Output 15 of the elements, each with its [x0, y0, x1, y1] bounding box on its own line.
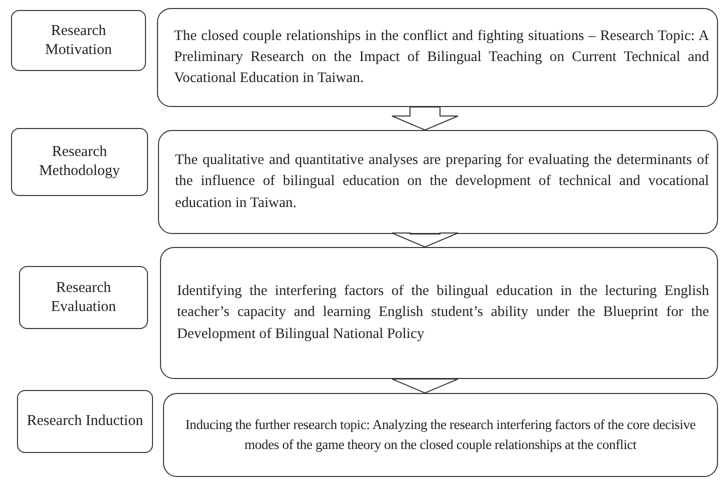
stage-label-box: Research Methodology: [11, 128, 148, 196]
stage-label-box: Research Induction: [17, 390, 153, 453]
stage-label-box: Research Evaluation: [19, 266, 148, 329]
description-text: Identifying the interfering factors of the bilingual education in the lecturing English teacher’s capacity and learning English student’s ability under the Blueprint for the Development of Bilingual National Policy: [177, 282, 709, 344]
description-box: [158, 130, 718, 234]
block-arrow: [392, 378, 458, 394]
description-text: The qualitative and quantitative analyses are preparing for evaluating the determinants of the influence of bilingual education on the development of technical and vocational education in Taiwan.: [175, 151, 709, 213]
description-box: [163, 393, 718, 477]
block-arrow: [392, 106, 458, 131]
stage-label-box: Research Motivation: [11, 10, 146, 71]
description-box: [157, 8, 718, 107]
block-arrow: [392, 232, 458, 248]
description-text: The closed couple relationships in the conflict and fighting situations – Research Topic: A Preliminary Research on the Impact of Bilingual Teaching on Current Technical and Vocational Education in Taiwan.: [174, 26, 709, 88]
description-box: [160, 247, 718, 379]
description-text: Inducing the further research topic: Analyzing the research interfering factors of the core decisive modes of the game theory on the closed couple relationships at the conflict: [184, 416, 697, 454]
